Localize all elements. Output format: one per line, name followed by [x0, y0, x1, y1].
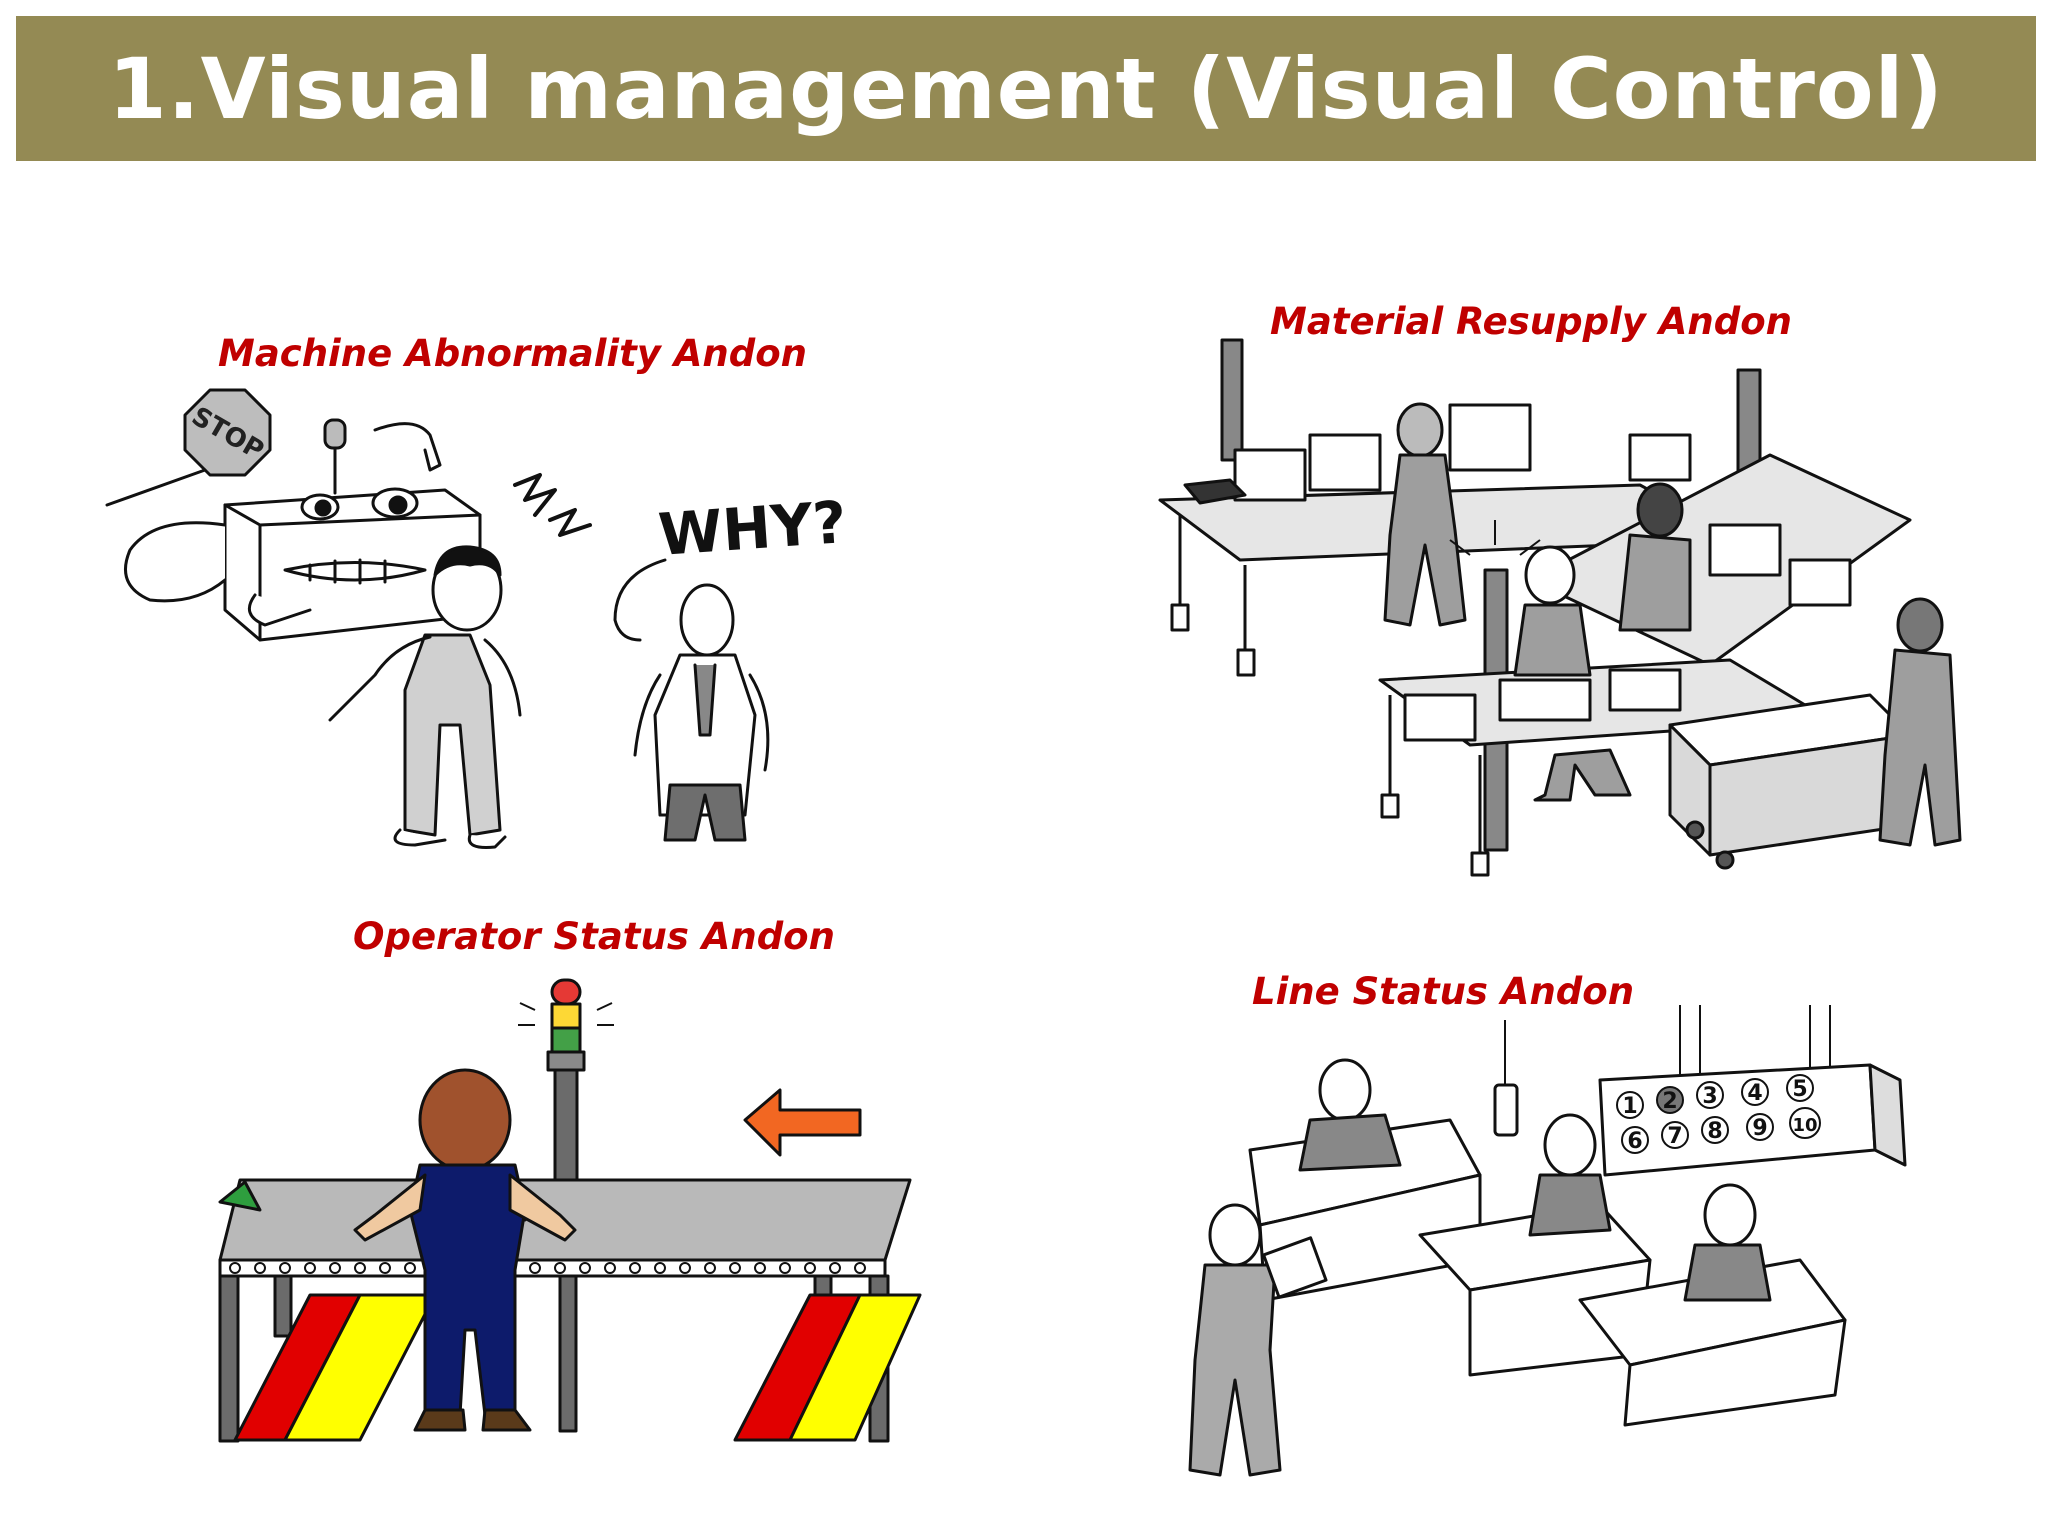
board-number-3: 3	[1702, 1084, 1717, 1109]
caption-machine-abnormality: Machine Abnormality Andon	[218, 332, 807, 375]
caption-operator-status: Operator Status Andon	[353, 915, 835, 958]
slide-title: 1.Visual management (Visual Control)	[108, 39, 1944, 138]
board-number-5: 5	[1792, 1077, 1807, 1102]
board-number-9: 9	[1752, 1116, 1767, 1141]
caption-material-resupply: Material Resupply Andon	[1270, 300, 1793, 343]
board-number-4: 4	[1747, 1081, 1762, 1106]
illustration-operator-status	[215, 970, 925, 1450]
board-number-10: 10	[1792, 1115, 1817, 1136]
board-number-8: 8	[1707, 1119, 1722, 1144]
caption-line-status: Line Status Andon	[1252, 970, 1635, 1013]
title-bar: 1.Visual management (Visual Control)	[16, 16, 2036, 161]
machine-character	[124, 418, 482, 642]
board-number-6: 6	[1627, 1129, 1642, 1154]
operator-figure	[353, 1068, 577, 1432]
illustration-machine-abnormality: STOP	[95, 375, 855, 855]
illustration-line-status: 1 2 3 4 5 6 7 8 9 10	[1170, 1000, 1990, 1490]
supervisor-figure	[633, 583, 770, 842]
board-number-2: 2	[1662, 1089, 1677, 1114]
left-arrow-icon	[743, 1088, 862, 1157]
illustration-material-resupply	[1150, 335, 1970, 890]
why-speech-text: WHY?	[656, 488, 848, 569]
worker-figure	[328, 545, 522, 849]
stop-sign-icon: STOP	[105, 388, 272, 507]
line-status-board: 1 2 3 4 5 6 7 8 9 10	[1598, 1063, 1907, 1177]
pendant-switch-icon	[1493, 1083, 1519, 1137]
board-number-1: 1	[1622, 1094, 1637, 1119]
board-number-7: 7	[1667, 1124, 1682, 1149]
